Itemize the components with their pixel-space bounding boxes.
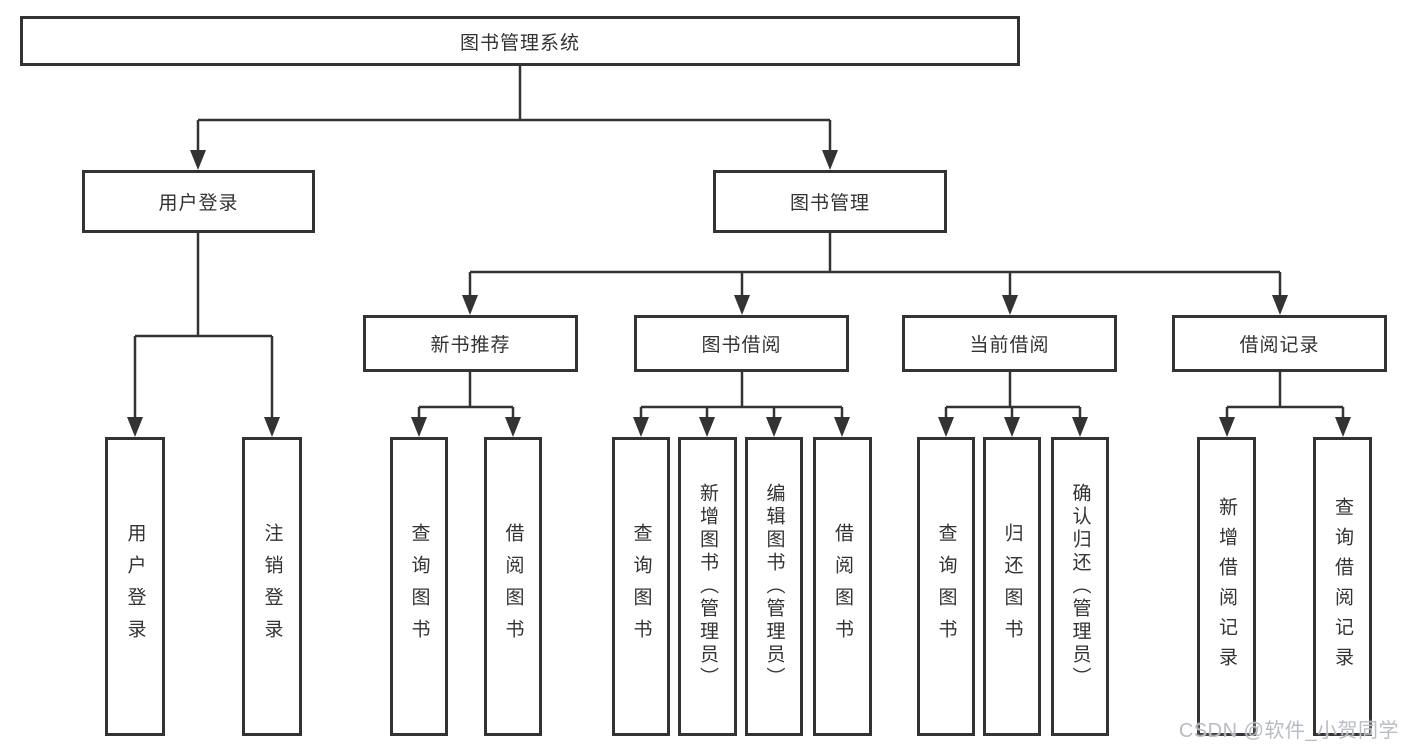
- node-leaf-confirm-return-admin: 确认归还（管理员）: [1051, 437, 1109, 736]
- arrow-down-icon: [1272, 295, 1288, 315]
- arrow-down-icon: [633, 417, 649, 437]
- node-leaf-query-books-a: 查询图书: [390, 437, 448, 736]
- connector-newbooks-to-leaves: [417, 372, 515, 421]
- arrow-down-icon: [1072, 417, 1088, 437]
- connector-currentborrow-to-leaves: [944, 372, 1082, 421]
- arrowheads: [127, 150, 1351, 437]
- arrow-down-icon: [834, 417, 850, 437]
- arrow-down-icon: [411, 417, 427, 437]
- arrow-down-icon: [822, 150, 838, 170]
- connector-bookmgmt-to-level3: [468, 233, 1282, 299]
- node-leaf-query-books-b: 查询图书: [612, 437, 670, 736]
- arrow-down-icon: [1004, 417, 1020, 437]
- arrow-down-icon: [1335, 417, 1351, 437]
- node-leaf-edit-book-admin: 编辑图书（管理员）: [745, 437, 803, 736]
- node-leaf-borrow-books-a: 借阅图书: [484, 437, 542, 736]
- arrow-down-icon: [699, 417, 715, 437]
- node-leaf-query-books-c: 查询图书: [917, 437, 975, 736]
- arrow-down-icon: [462, 295, 478, 315]
- connector-userlogin-to-leaves: [133, 233, 274, 421]
- node-leaf-add-borrow-record: 新增借阅记录: [1197, 437, 1256, 736]
- connector-root-to-level2: [196, 66, 832, 154]
- node-leaf-borrow-books-b: 借阅图书: [813, 437, 872, 736]
- arrow-down-icon: [190, 150, 206, 170]
- node-book-borrow: 图书借阅: [634, 315, 849, 372]
- node-book-management: 图书管理: [713, 170, 947, 233]
- arrow-down-icon: [766, 417, 782, 437]
- node-leaf-query-borrow-record: 查询借阅记录: [1313, 437, 1372, 736]
- node-leaf-user-login: 用户登录: [105, 437, 165, 736]
- arrow-down-icon: [127, 417, 143, 437]
- node-leaf-add-book-admin: 新增图书（管理员）: [678, 437, 737, 736]
- node-current-borrow: 当前借阅: [902, 315, 1117, 372]
- arrow-down-icon: [734, 295, 750, 315]
- node-leaf-return-book: 归还图书: [983, 437, 1041, 736]
- csdn-watermark: CSDN @软件_小贺同学: [1178, 720, 1399, 742]
- arrow-down-icon: [264, 417, 280, 437]
- node-new-book-recommend: 新书推荐: [363, 315, 578, 372]
- arrow-down-icon: [938, 417, 954, 437]
- node-root-system: 图书管理系统: [20, 16, 1020, 66]
- node-borrow-records: 借阅记录: [1172, 315, 1387, 372]
- connector-borrowrecords-to-leaves: [1225, 372, 1345, 421]
- arrow-down-icon: [505, 417, 521, 437]
- node-user-login: 用户登录: [82, 170, 315, 233]
- arrow-down-icon: [1219, 417, 1235, 437]
- connector-lines: [133, 66, 1345, 421]
- arrow-down-icon: [1002, 295, 1018, 315]
- node-leaf-logout: 注销登录: [242, 437, 302, 736]
- connector-bookborrow-to-leaves: [639, 372, 844, 421]
